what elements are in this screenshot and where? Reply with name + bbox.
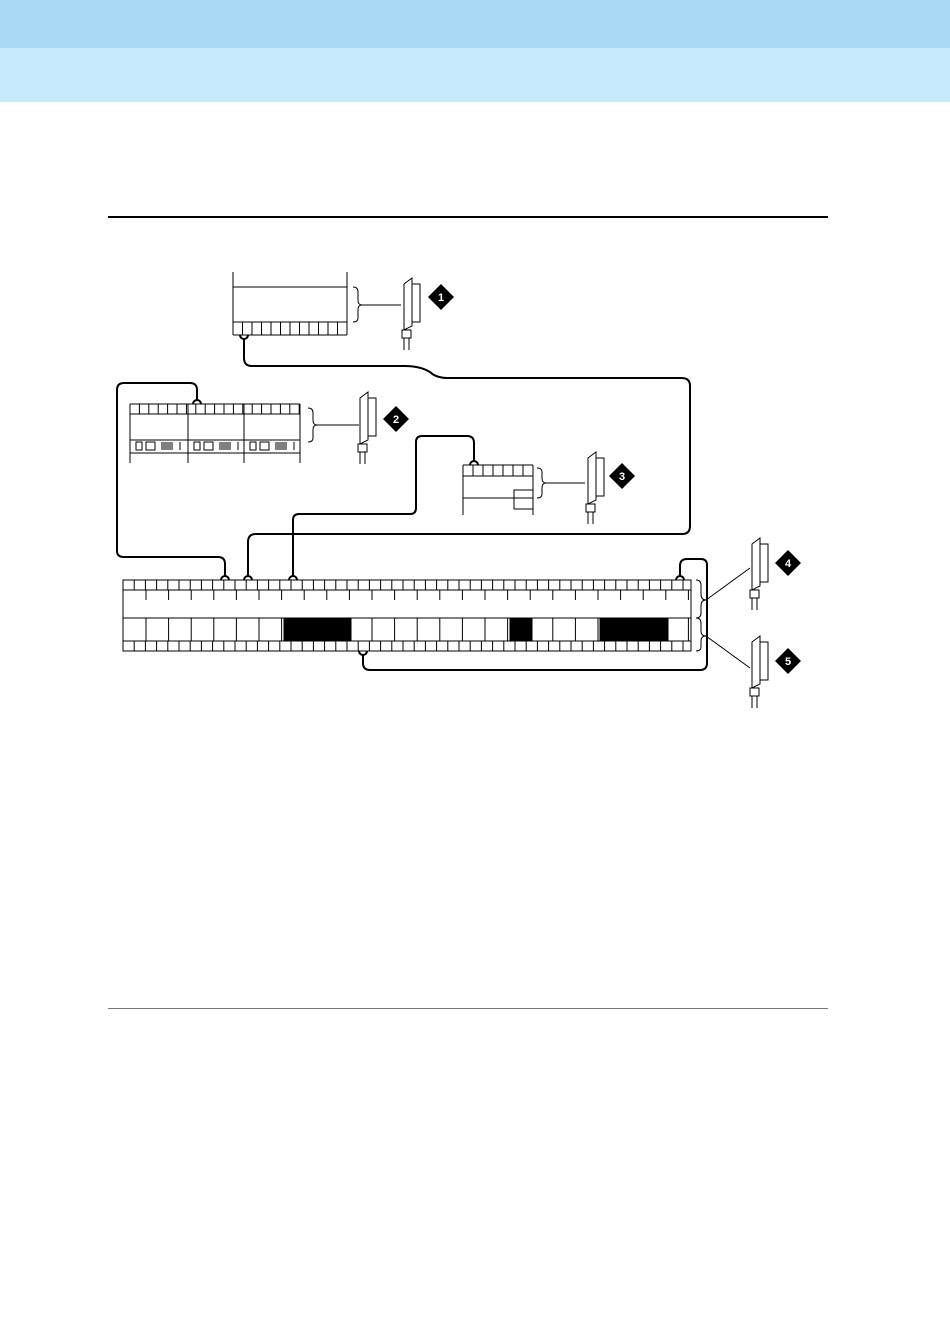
callout-5: 5 [775, 648, 801, 674]
carrier-3 [463, 465, 533, 515]
callout-1: 1 [428, 284, 454, 310]
callout-2: 2 [383, 406, 409, 432]
svg-text:1: 1 [438, 292, 444, 304]
main-backplane [123, 580, 691, 651]
callout-4: 4 [775, 550, 801, 576]
svg-text:3: 3 [619, 471, 625, 483]
carrier-2 [130, 404, 300, 463]
svg-text:2: 2 [393, 414, 399, 426]
callout-3: 3 [609, 463, 635, 489]
svg-text:4: 4 [785, 558, 792, 570]
carrier-1 [233, 272, 347, 335]
braces [308, 287, 750, 668]
svg-text:5: 5 [785, 656, 791, 668]
